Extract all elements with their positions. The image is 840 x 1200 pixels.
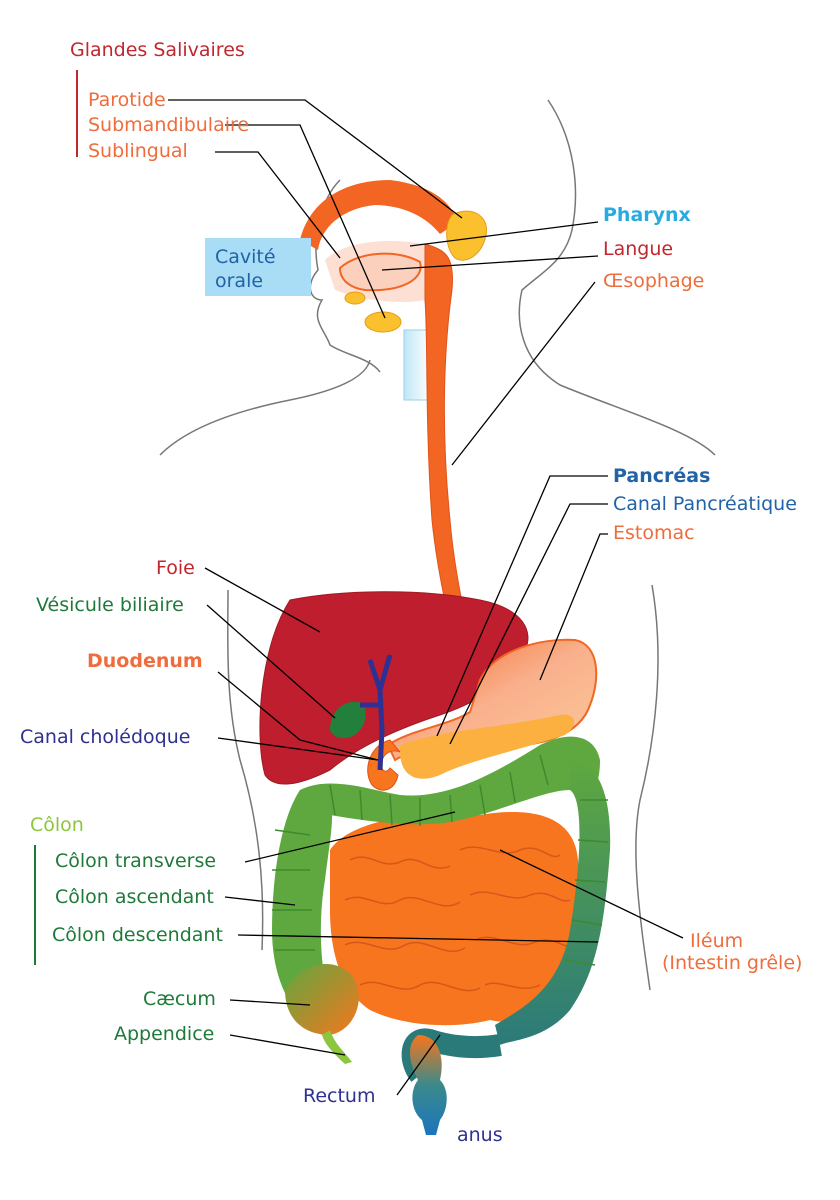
label-duodenum: Duodenum: [87, 650, 203, 672]
label-colon: Côlon: [30, 814, 84, 836]
label-intestin-grele: (Intestin grêle): [662, 952, 803, 974]
leader-sublingual: [215, 151, 341, 259]
colon: [272, 736, 611, 1082]
intestine-folds: [344, 846, 571, 992]
transverse-colon: [296, 736, 600, 825]
label-cavite: Cavité: [215, 246, 276, 268]
label-langue: Langue: [603, 238, 674, 260]
torso-right: [635, 584, 659, 991]
leader-oesophage: [451, 281, 596, 466]
label-ileum: Iléum: [690, 930, 744, 952]
label-foie: Foie: [156, 557, 195, 579]
mouth-pharynx: [300, 180, 458, 302]
leader-appendice: [229, 1034, 346, 1056]
label-pancreas: Pancréas: [613, 465, 711, 487]
caecum: [285, 963, 359, 1035]
duodenum: [367, 739, 401, 791]
label-colon-descendant: Côlon descendant: [52, 924, 223, 946]
torso-left: [227, 589, 264, 951]
label-submandibulaire: Submandibulaire: [88, 114, 250, 136]
gallbladder: [330, 701, 366, 739]
label-orale: orale: [215, 270, 264, 292]
leader-colon-descendant: [237, 934, 599, 943]
label-anus: anus: [457, 1124, 503, 1146]
label-appendice: Appendice: [114, 1023, 215, 1045]
pancreas: [399, 714, 575, 779]
leader-canal-choledoque: [217, 737, 379, 761]
sublingual-gland: [344, 291, 366, 305]
leader-langue: [381, 255, 599, 271]
leader-foie: [204, 567, 321, 633]
label-canal-choledoque: Canal cholédoque: [20, 726, 191, 748]
leader-pharynx: [409, 221, 599, 247]
leader-ileum: [499, 849, 684, 939]
leader-estomac: [539, 533, 608, 681]
descending-colon: [495, 760, 611, 1045]
label-colon-transverse: Côlon transverse: [55, 850, 217, 872]
label-sublingual: Sublingual: [88, 140, 188, 162]
leader-parotide: [168, 99, 463, 219]
leader-vesicule: [206, 604, 336, 719]
liver: [259, 591, 529, 785]
salivary-glands: [344, 210, 487, 333]
ascending-colon: [272, 790, 333, 1015]
label-caecum: Cæcum: [143, 988, 216, 1010]
label-canal-pancreatique: Canal Pancréatique: [613, 493, 797, 515]
rectum: [410, 1035, 447, 1135]
leader-colon-ascendant: [224, 896, 296, 906]
colon-haustra: [272, 754, 609, 966]
label-glandes-salivaires: Glandes Salivaires: [70, 39, 245, 61]
head-outline: [518, 99, 716, 456]
leader-colon-transverse: [244, 811, 456, 863]
leader-canal-pancreatique: [449, 503, 608, 745]
leader-pancreas: [436, 475, 608, 737]
palate: [300, 180, 458, 250]
bile-duct: [360, 654, 393, 771]
parotid-gland: [446, 210, 487, 261]
neck-shoulder-left: [159, 359, 371, 456]
label-colon-ascendant: Côlon ascendant: [55, 886, 214, 908]
leader-duodenum: [217, 671, 379, 761]
oral-cavity-label-box: [205, 238, 311, 296]
label-rectum: Rectum: [303, 1085, 376, 1107]
leader-caecum: [229, 999, 311, 1006]
label-vesicule-biliaire: Vésicule biliaire: [36, 594, 184, 616]
label-pharynx: Pharynx: [603, 204, 691, 226]
leader-submandibulaire: [225, 124, 386, 319]
label-parotide: Parotide: [88, 89, 166, 111]
leader-rectum: [396, 1034, 441, 1096]
appendix: [322, 1030, 352, 1064]
label-oesophage: Œsophage: [603, 270, 705, 292]
leader-lines: [168, 99, 684, 1096]
label-estomac: Estomac: [613, 522, 695, 544]
small-intestine: [330, 812, 580, 1026]
